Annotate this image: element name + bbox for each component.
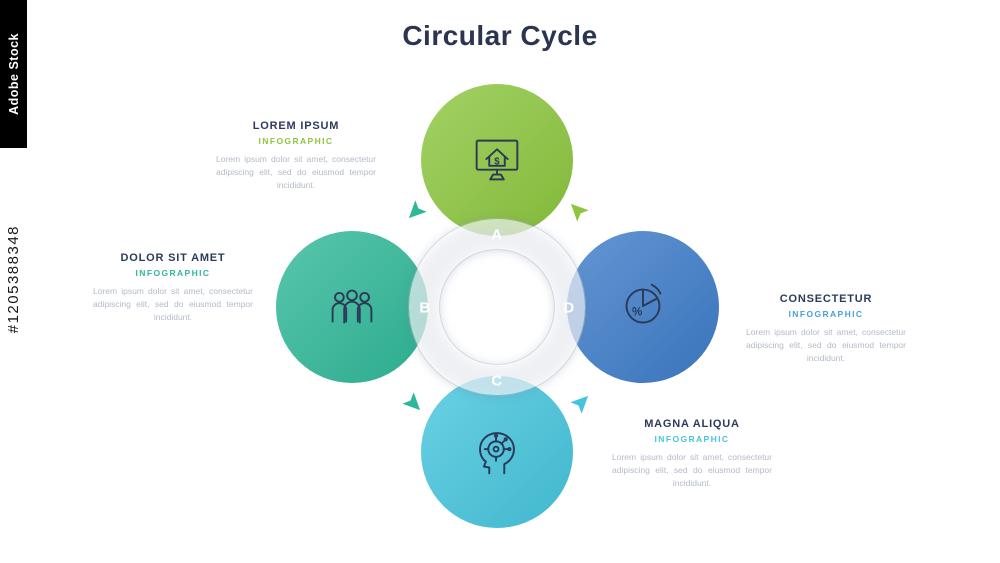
flow-arrow-d-to-a [570, 203, 589, 222]
ai-head-icon [479, 432, 515, 475]
section-subtitle: INFOGRAPHIC [258, 136, 334, 146]
ring-band [409, 219, 585, 395]
section-title: LOREM IPSUM [252, 120, 340, 132]
cycle-node-left [276, 231, 428, 383]
section-lorem-ipsum: LOREM IPSUM INFOGRAPHIC Lorem ipsum dolo… [216, 120, 376, 193]
team-people-icon [331, 289, 373, 324]
flow-arrow-c-to-d [570, 395, 589, 414]
flow-arrow-b-to-c [402, 392, 421, 411]
svg-text:$: $ [494, 157, 500, 168]
section-body: Lorem ipsum dolor sit amet, consectetur … [746, 327, 906, 364]
node-letter-c: C [491, 372, 503, 390]
section-subtitle: INFOGRAPHIC [135, 268, 211, 278]
section-title: DOLOR SIT AMET [120, 252, 226, 264]
section-subtitle: INFOGRAPHIC [654, 434, 730, 444]
page-title: Circular Cycle [402, 20, 598, 51]
node-letter-d: D [563, 299, 575, 317]
adobe-stock-logo: Adobe Stock [0, 0, 27, 148]
section-title: MAGNA ALIQUA [644, 418, 740, 430]
cycle-node-top: $ [421, 84, 573, 236]
section-dolor-sit-amet: DOLOR SIT AMET INFOGRAPHIC Lorem ipsum d… [93, 252, 253, 325]
section-consectetur: CONSECTETUR INFOGRAPHIC Lorem ipsum dolo… [746, 293, 906, 366]
monitor-finance-icon: $ [475, 139, 519, 181]
asset-id-bar: #1205388348 [0, 148, 27, 410]
section-subtitle: INFOGRAPHIC [788, 309, 864, 319]
node-letter-a: A [491, 226, 503, 244]
section-body: Lorem ipsum dolor sit amet, consectetur … [612, 452, 772, 489]
section-title: CONSECTETUR [779, 293, 873, 305]
cycle-node-bottom [421, 376, 573, 528]
node-letter-b: B [419, 299, 431, 317]
adobe-stock-logo-text: Adobe Stock [6, 33, 21, 115]
asset-id-text: #1205388348 [5, 224, 22, 334]
cycle-node-right: % [567, 231, 719, 383]
section-body: Lorem ipsum dolor sit amet, consectetur … [216, 154, 376, 191]
section-magna-aliqua: MAGNA ALIQUA INFOGRAPHIC Lorem ipsum dol… [612, 418, 772, 491]
section-body: Lorem ipsum dolor sit amet, consectetur … [93, 286, 253, 323]
pie-chart-icon: % [625, 283, 662, 324]
flow-arrow-a-to-b [408, 200, 427, 219]
svg-text:%: % [632, 306, 643, 319]
